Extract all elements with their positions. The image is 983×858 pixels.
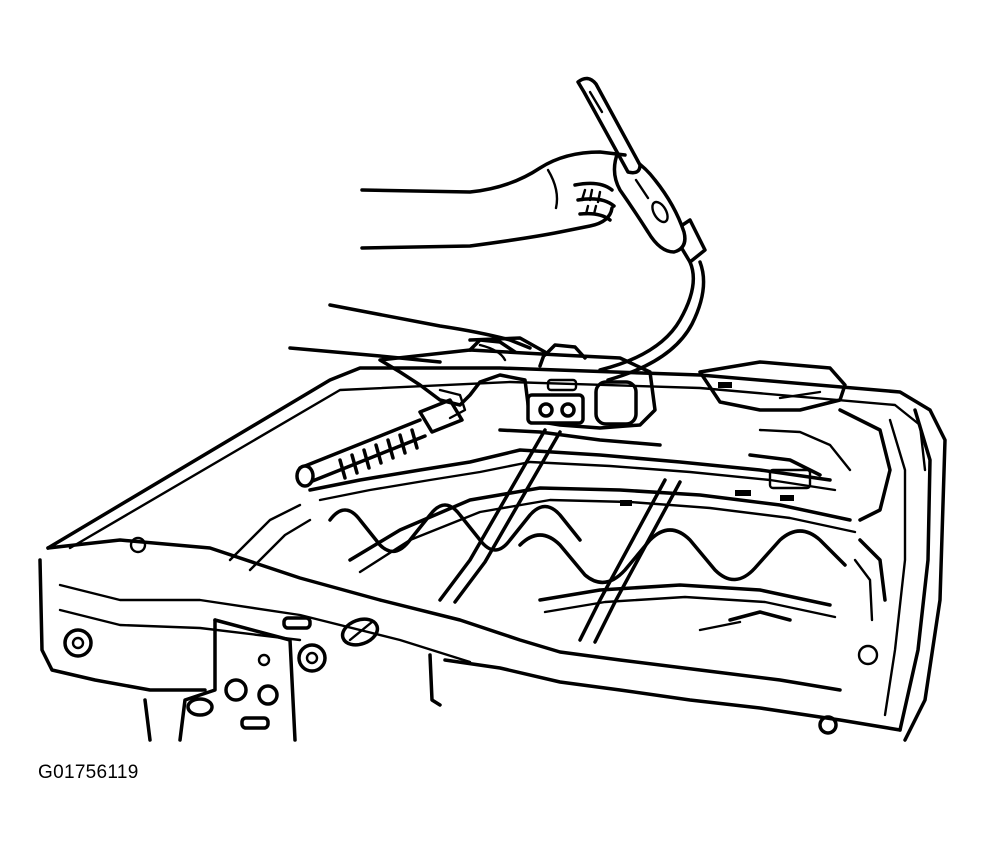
figure-id-label: G01756119 bbox=[38, 762, 139, 783]
rivets bbox=[620, 382, 794, 506]
hand-holding-handle bbox=[360, 150, 627, 250]
hand-on-frame bbox=[288, 303, 547, 368]
mounting-bracket bbox=[143, 618, 442, 742]
seat-frame-illustration bbox=[38, 76, 947, 742]
spring-suspension bbox=[228, 428, 857, 644]
latch-mechanism bbox=[378, 338, 662, 447]
release-handle bbox=[576, 76, 687, 254]
side-bracket bbox=[698, 360, 892, 632]
seat-frame bbox=[38, 366, 947, 742]
release-cable bbox=[598, 218, 707, 382]
recliner-spring bbox=[295, 398, 464, 488]
